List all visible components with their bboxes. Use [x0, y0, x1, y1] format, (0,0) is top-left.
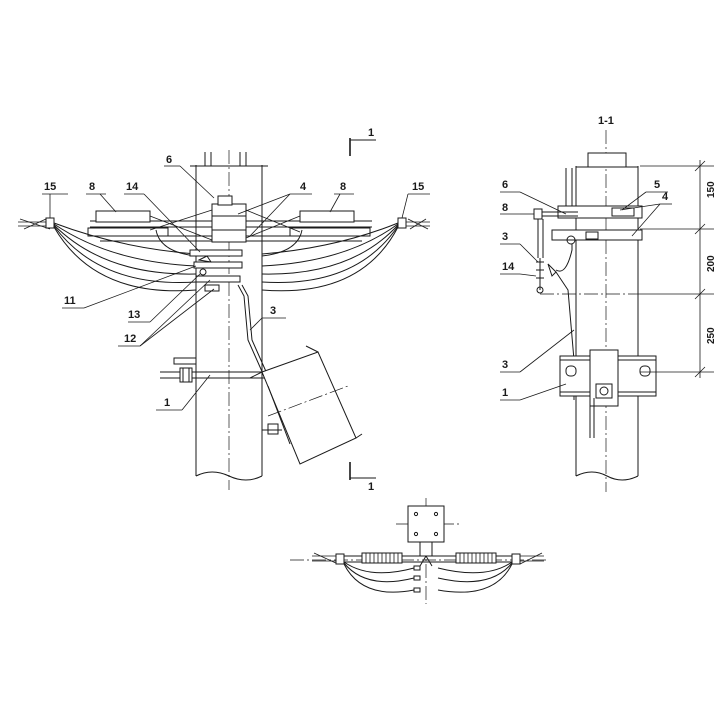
side-bracket — [559, 349, 657, 438]
side-callout-3-bottom: 3 — [502, 359, 508, 371]
section-mark-top: 1 — [368, 127, 374, 139]
callout-14: 14 — [126, 181, 139, 193]
dimension-200: 200 — [706, 255, 717, 272]
callout-8-left: 8 — [89, 181, 95, 193]
front-clamp-right-8 — [299, 210, 355, 223]
callout-12: 12 — [124, 333, 136, 345]
section-mark-bottom: 1 — [368, 481, 374, 493]
plan-view — [290, 498, 548, 604]
front-cable-right — [261, 217, 430, 292]
dimension-250: 250 — [706, 327, 717, 344]
front-clamp-left-8 — [95, 210, 151, 223]
callout-8-right: 8 — [340, 181, 346, 193]
callout-3: 3 — [270, 305, 276, 317]
dimension-150: 150 — [706, 181, 717, 198]
side-callout-1: 1 — [502, 387, 508, 399]
front-section-markers: 1 1 — [349, 127, 376, 493]
side-callout-6: 6 — [502, 179, 508, 191]
callout-15-left: 15 — [44, 181, 56, 193]
front-anchor-left-15 — [45, 217, 55, 229]
callout-4: 4 — [300, 181, 307, 193]
side-callout-4: 4 — [662, 191, 669, 203]
callout-11: 11 — [64, 295, 76, 307]
side-dimension-lines — [540, 160, 714, 378]
callout-6: 6 — [166, 154, 172, 166]
front-center-hardware — [189, 249, 269, 377]
front-leaders — [42, 165, 430, 411]
front-crossbar — [87, 195, 372, 257]
side-leaders — [500, 191, 672, 401]
front-box — [249, 345, 363, 465]
front-bracket — [160, 357, 268, 383]
side-pole — [565, 152, 639, 481]
front-view: 1 1 — [18, 127, 430, 493]
side-crossbars — [533, 205, 643, 400]
side-view: 1-1 — [500, 115, 717, 492]
side-callout-14: 14 — [502, 261, 515, 273]
side-callout-5: 5 — [654, 179, 660, 191]
callout-15-right: 15 — [412, 181, 424, 193]
callout-13: 13 — [128, 309, 140, 321]
side-callout-8: 8 — [502, 202, 508, 214]
callout-1: 1 — [164, 397, 170, 409]
side-view-title: 1-1 — [598, 115, 614, 127]
front-anchor-right-15 — [397, 217, 407, 229]
side-callout-3-top: 3 — [502, 231, 508, 243]
plan-pole-plate — [407, 505, 445, 543]
